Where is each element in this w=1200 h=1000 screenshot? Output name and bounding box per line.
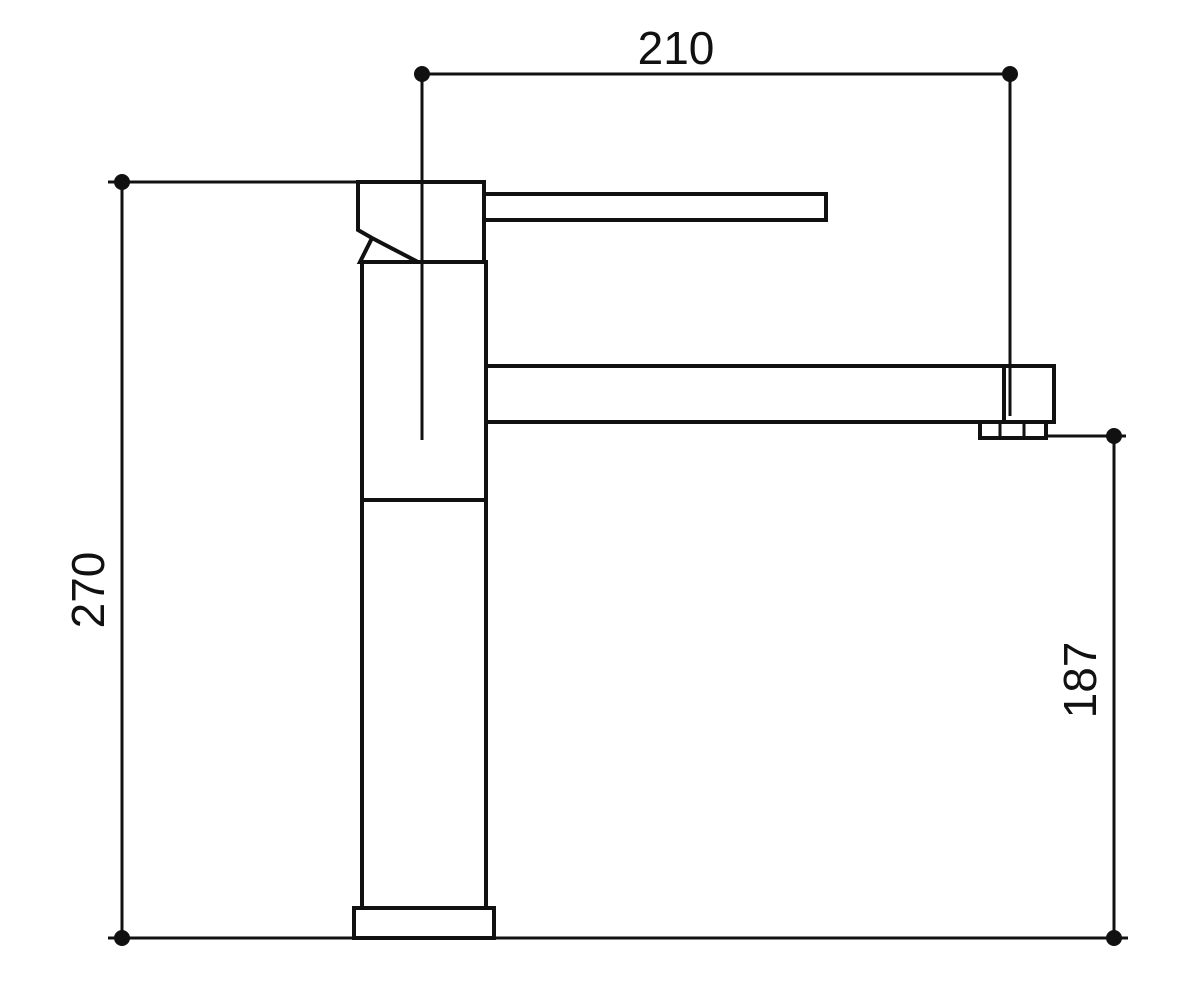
- aerator: [978, 420, 1048, 440]
- faucet-base: [352, 906, 496, 940]
- reach-dot-right: [1002, 66, 1018, 82]
- spout-height-label: 187: [1054, 642, 1106, 719]
- dimension-spout-height: 187: [1046, 428, 1126, 946]
- spout: [484, 364, 1056, 424]
- total-height-label: 270: [62, 552, 114, 629]
- dimension-reach: 210: [414, 22, 1018, 82]
- reach-dot-left: [414, 66, 430, 82]
- height-dot-top: [114, 174, 130, 190]
- height-dot-bottom: [114, 930, 130, 946]
- spout-height-dot-top: [1106, 428, 1122, 444]
- dimension-total-height: 270: [62, 174, 1128, 946]
- faucet-outline: [352, 180, 1056, 940]
- spout-height-dot-bottom: [1106, 930, 1122, 946]
- lever-handle: [482, 192, 828, 222]
- head-wedge: [356, 237, 418, 264]
- faucet-body: [360, 260, 488, 910]
- reach-label: 210: [638, 22, 715, 74]
